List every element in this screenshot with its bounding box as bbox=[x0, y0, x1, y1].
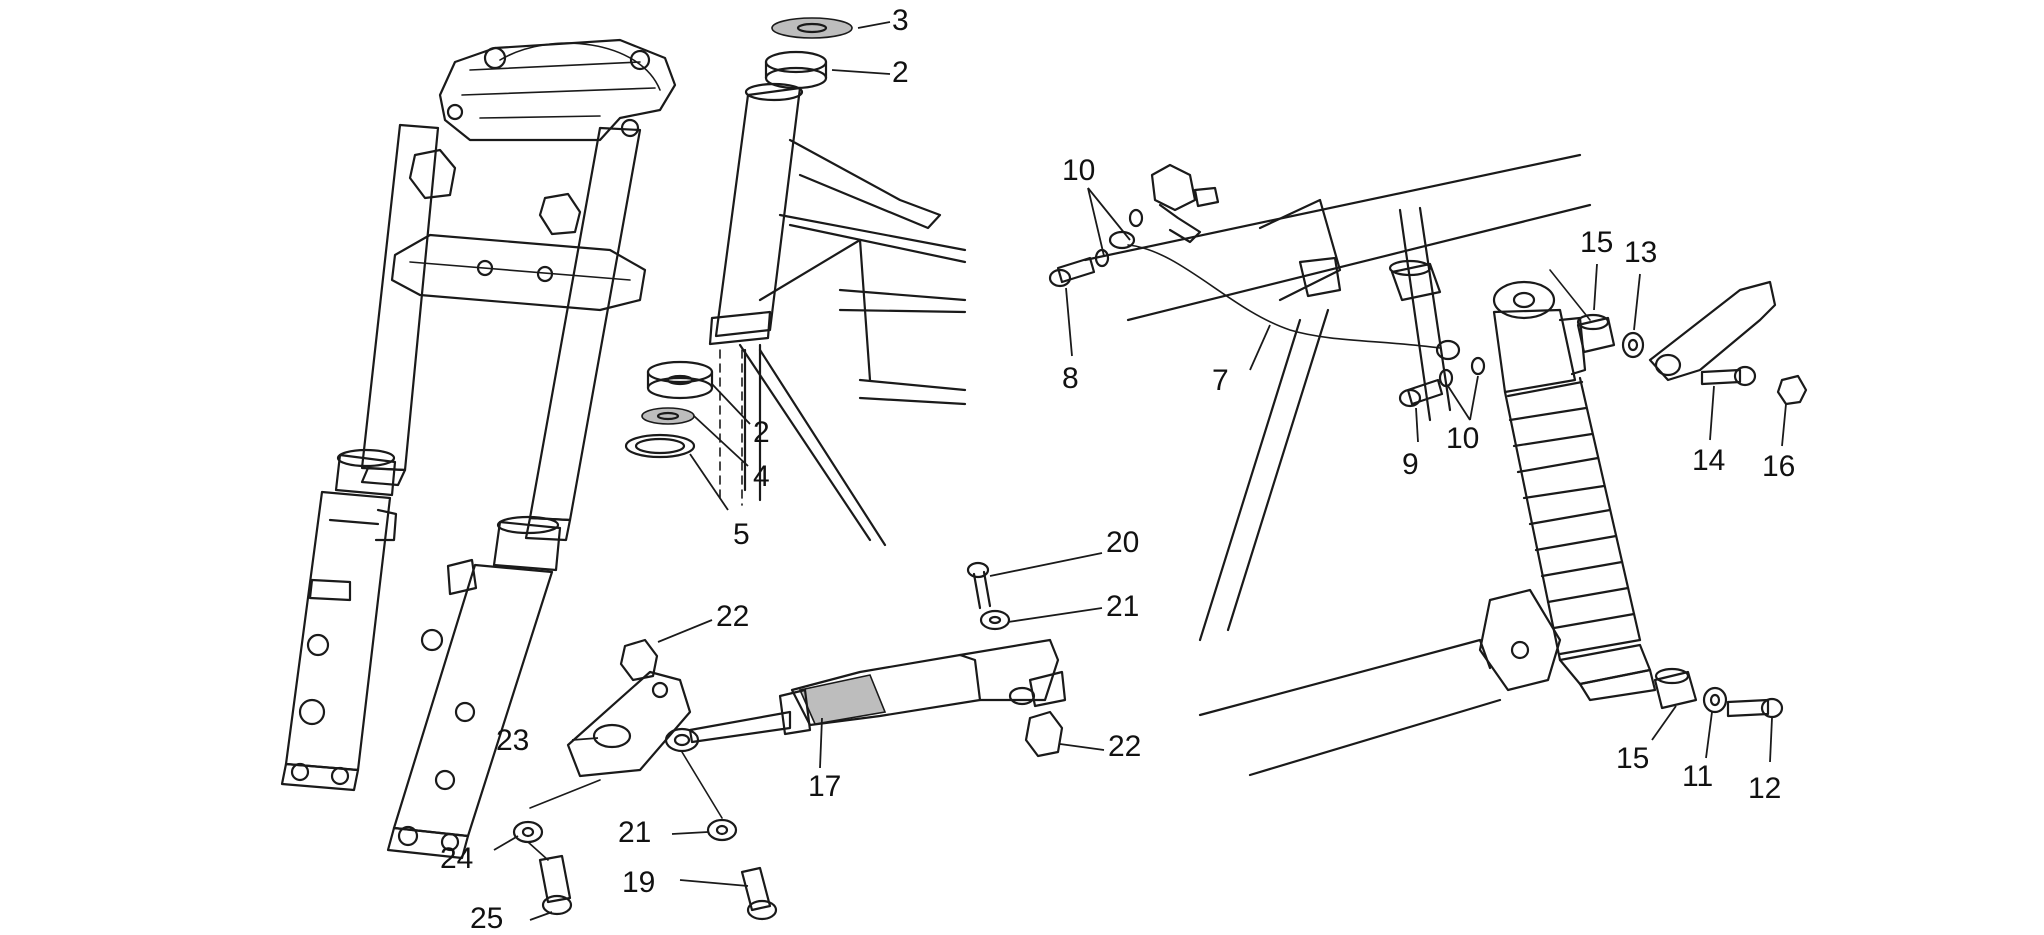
callout-15-upper: 15 bbox=[1580, 226, 1614, 259]
callout-25: 25 bbox=[470, 902, 504, 935]
callout-16: 16 bbox=[1762, 450, 1796, 483]
leader-lines bbox=[493, 21, 1787, 921]
callout-9: 9 bbox=[1402, 448, 1419, 481]
callout-22-right: 22 bbox=[1108, 730, 1142, 763]
callout-21-lower: 21 bbox=[618, 816, 652, 849]
callout-8: 8 bbox=[1062, 362, 1079, 395]
callout-13: 13 bbox=[1624, 236, 1658, 269]
callout-3: 3 bbox=[892, 4, 909, 37]
front-fork-assembly bbox=[280, 38, 677, 860]
callout-2-lower: 2 bbox=[753, 416, 770, 449]
callout-10-lower: 10 bbox=[1446, 422, 1480, 455]
callout-10-upper: 10 bbox=[1062, 154, 1096, 187]
callout-4: 4 bbox=[753, 460, 770, 493]
rear-shock-assembly bbox=[1048, 153, 1808, 777]
callout-5: 5 bbox=[733, 518, 750, 551]
callout-17: 17 bbox=[808, 770, 842, 803]
callout-15-lower: 15 bbox=[1616, 742, 1650, 775]
callout-12: 12 bbox=[1748, 772, 1782, 805]
callout-21-upper: 21 bbox=[1106, 590, 1140, 623]
callout-11: 11 bbox=[1682, 760, 1714, 793]
steering-damper-assembly bbox=[512, 561, 1067, 921]
callout-2-upper: 2 bbox=[892, 56, 909, 89]
callout-20: 20 bbox=[1106, 526, 1140, 559]
callout-7: 7 bbox=[1212, 364, 1229, 397]
callout-22-left: 22 bbox=[716, 600, 750, 633]
steering-head-assembly bbox=[624, 17, 967, 547]
callout-14: 14 bbox=[1692, 444, 1726, 477]
callout-19: 19 bbox=[622, 866, 656, 899]
callout-24: 24 bbox=[440, 842, 474, 875]
callout-23: 23 bbox=[496, 724, 530, 757]
